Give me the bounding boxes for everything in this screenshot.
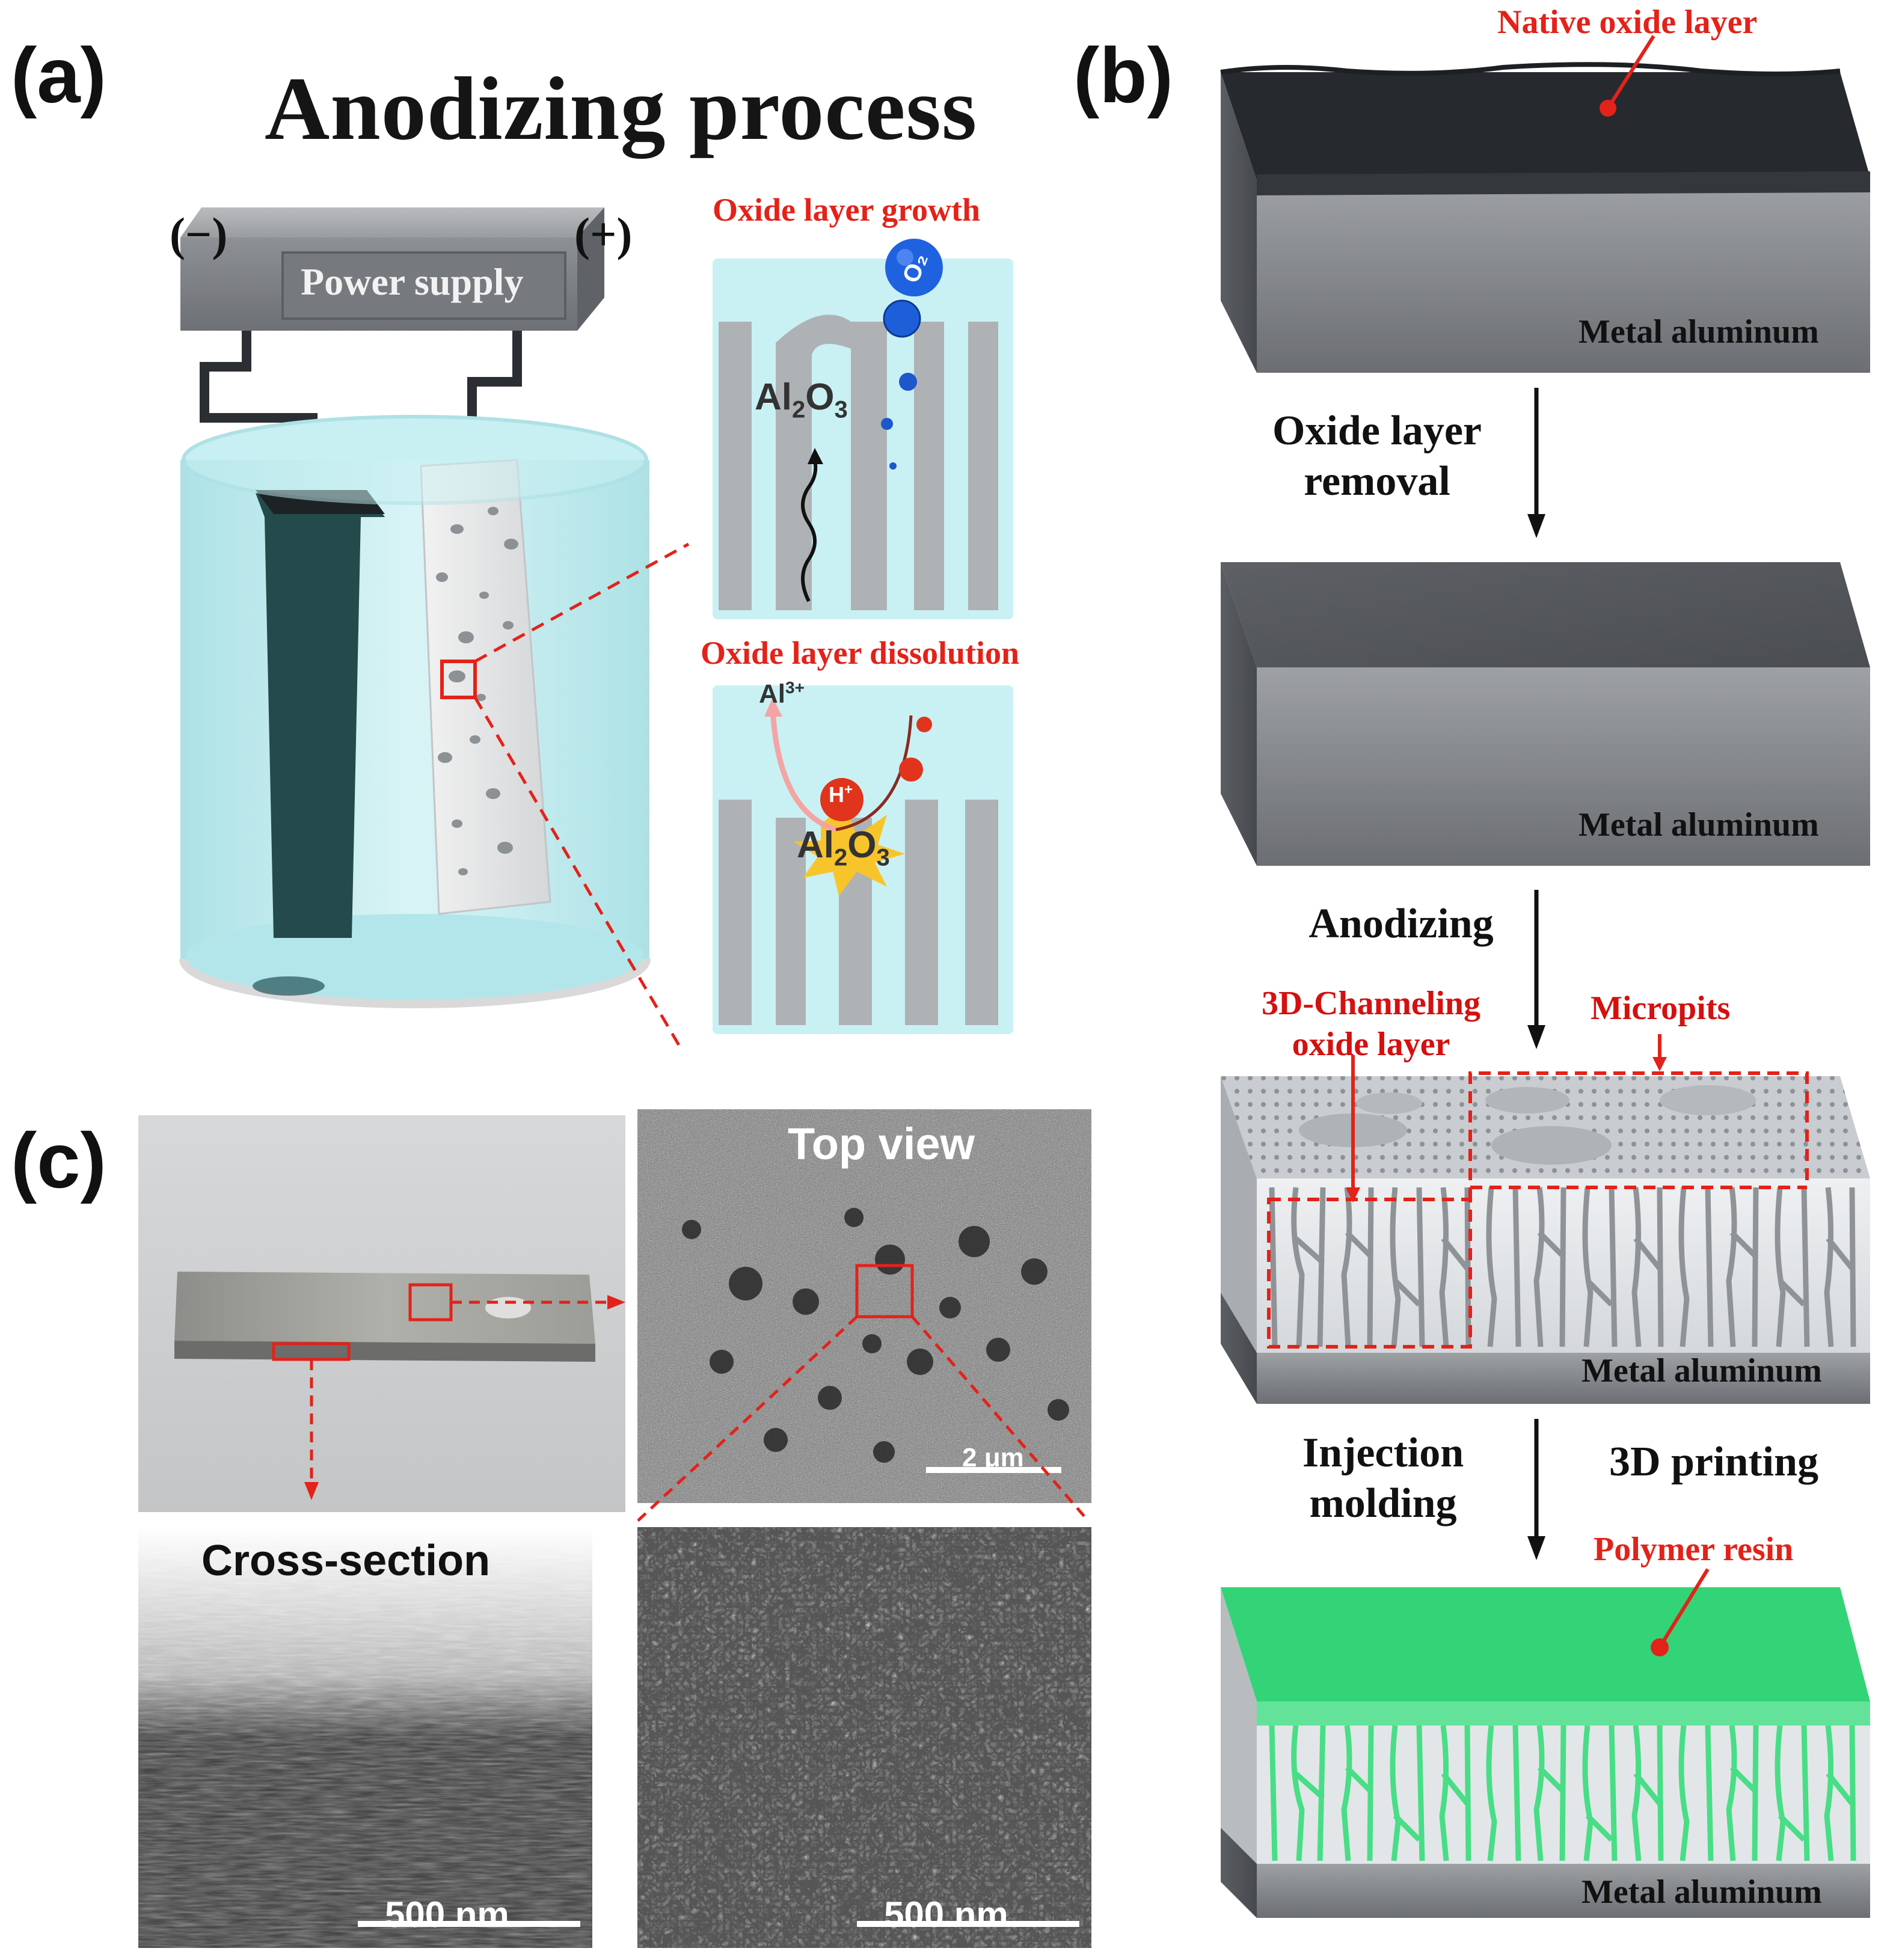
zoom-scale-label: 500 nm <box>884 1894 1008 1935</box>
metal-aluminum-label-3: Metal aluminum <box>1581 1352 1822 1389</box>
plus-terminal-label: (+) <box>574 208 633 260</box>
native-oxide-label: Native oxide layer <box>1497 4 1758 41</box>
al3-ion-label: Al3+ <box>759 678 805 709</box>
oxide-dissolution-title: Oxide layer dissolution <box>701 635 1020 671</box>
sem-zoom-pores <box>637 1527 1091 1948</box>
h-plus-ion-label: H+ <box>829 782 853 807</box>
metal-aluminum-label-4: Metal aluminum <box>1581 1873 1822 1911</box>
polymer-resin-label: Polymer resin <box>1594 1531 1794 1568</box>
cross-section-label: Cross-section <box>201 1537 491 1585</box>
step-3d-printing: 3D printing <box>1609 1439 1819 1485</box>
al2o3-dissolution-formula: Al2O3 <box>797 824 890 871</box>
panel-a-label: (a) <box>11 31 106 119</box>
panel-a-title: Anodizing process <box>265 59 978 159</box>
micropits-label: Micropits <box>1591 990 1731 1027</box>
process-blocks-illustration <box>1220 35 1870 1918</box>
oxide-growth-title: Oxide layer growth <box>713 192 980 228</box>
panel-c-label: (c) <box>11 1116 106 1204</box>
top-view-scale-label: 2 μm <box>962 1443 1024 1472</box>
sem-cross-section <box>138 1527 592 1948</box>
anodizing-cell-illustration <box>179 207 690 1047</box>
step-anodizing: Anodizing <box>1308 901 1494 947</box>
oxide-dissolution-inset <box>713 685 1013 1034</box>
panel-b-label: (b) <box>1073 31 1173 119</box>
metal-aluminum-label-1: Metal aluminum <box>1578 313 1819 351</box>
zoom-dashed-lines <box>637 1315 1090 1522</box>
power-supply-label: Power supply <box>301 260 524 303</box>
minus-terminal-label: (−) <box>170 208 228 260</box>
top-view-label: Top view <box>788 1119 975 1169</box>
metal-aluminum-label-2: Metal aluminum <box>1578 806 1819 844</box>
cross-section-scale-label: 500 nm <box>385 1894 509 1935</box>
sample-photo <box>138 1115 625 1512</box>
sem-top-view <box>637 1109 1091 1503</box>
al2o3-growth-formula: Al2O3 <box>755 376 848 423</box>
oxide-growth-inset <box>713 259 1013 619</box>
o2-bubble: O₂ <box>885 239 943 296</box>
